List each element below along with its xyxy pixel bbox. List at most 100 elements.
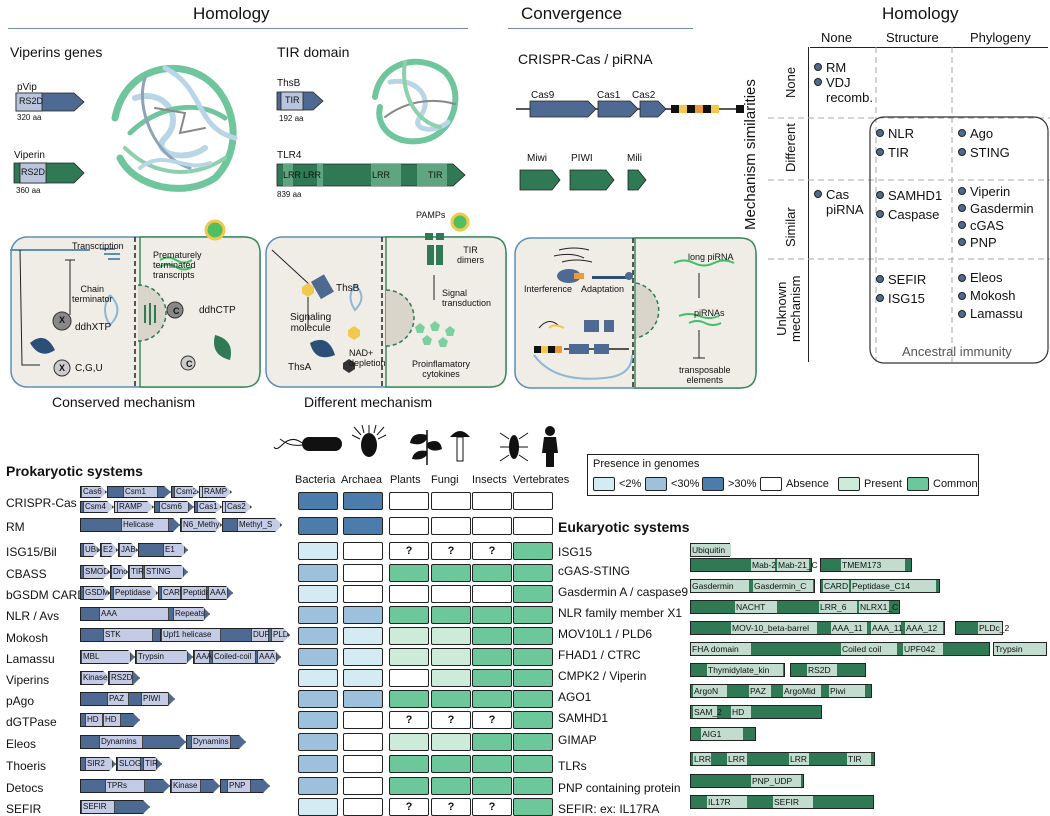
presence-cell bbox=[431, 517, 471, 535]
protein-domain: RAMP bbox=[202, 487, 231, 497]
presence-cell bbox=[298, 542, 338, 560]
presence-cell bbox=[389, 606, 429, 624]
presence-cell bbox=[431, 669, 471, 687]
matrix-col-structure: Structure bbox=[886, 30, 939, 45]
presence-cell bbox=[513, 711, 553, 729]
crispr-title: CRISPR-Cas / piRNA bbox=[518, 51, 653, 67]
presence-cell bbox=[298, 648, 338, 666]
legend-swatch-common bbox=[907, 477, 929, 491]
protein-domain: LRR bbox=[789, 753, 809, 765]
insect-icon bbox=[499, 432, 529, 462]
matrix-item-isg15: ISG15 bbox=[888, 291, 925, 306]
protein-bar: Ubiquitin bbox=[690, 543, 731, 557]
protein-bar: PLDc_2 bbox=[955, 621, 1010, 635]
presence-cell bbox=[431, 733, 471, 751]
matrix-row-similar: Similar bbox=[783, 207, 798, 247]
eukaryotic-title: Eukaryotic systems bbox=[558, 519, 690, 535]
prok-system-label: Mokosh bbox=[6, 631, 49, 645]
cytokines-label: Proinflamatory cytokines bbox=[412, 359, 471, 379]
protein-domain: Trypsin bbox=[136, 651, 188, 663]
protein-domain: SAM_2 bbox=[693, 706, 722, 718]
protein-domain: PAZ bbox=[749, 685, 771, 697]
euk-system-label: NLR family member X1 bbox=[558, 606, 683, 620]
presence-cell bbox=[343, 542, 383, 560]
presence-cell bbox=[431, 585, 471, 603]
presence-cell bbox=[472, 648, 512, 666]
tlr4-domain-3: LRR bbox=[372, 170, 391, 180]
gene-arrow: Cas2 bbox=[222, 501, 252, 513]
prok-system-label: Eleos bbox=[6, 737, 37, 751]
matrix-cell-unk-struct: SEFIR ISG15 bbox=[874, 270, 926, 308]
protein-domain: DncV bbox=[113, 567, 133, 576]
protein-domain: SEFIR bbox=[81, 801, 115, 813]
protein-domain: FHA domain bbox=[691, 643, 751, 655]
gene-arrow: Csm6 bbox=[154, 501, 194, 513]
tlr4-len: 839 aa bbox=[277, 190, 302, 199]
tir-protein-structure bbox=[372, 58, 459, 145]
euk-system-label: FHAD1 / CTRC bbox=[558, 648, 641, 662]
presence-cell bbox=[298, 517, 338, 535]
presence-cell: ? bbox=[389, 711, 429, 729]
protein-domain: PLDc_2 bbox=[978, 622, 1010, 634]
euk-system-label: PNP containing protein bbox=[558, 781, 681, 795]
tlr4-domain-2: LRR bbox=[303, 170, 322, 180]
presence-cell bbox=[513, 669, 553, 687]
protein-domain: Upf1 helicase bbox=[161, 629, 221, 641]
presence-cell bbox=[343, 585, 383, 603]
protein-domain: Trypsin bbox=[994, 643, 1046, 655]
plant-icon bbox=[410, 430, 442, 465]
gene-arrow: RAMP bbox=[199, 486, 232, 498]
pamps-label: PAMPs bbox=[416, 210, 446, 220]
matrix-row-unknown: Unknown mechanism bbox=[774, 275, 803, 342]
signal-label: Signal transduction bbox=[442, 288, 492, 308]
prok-system-label: Lamassu bbox=[6, 652, 55, 666]
prok-system-label: SEFIR bbox=[6, 802, 42, 816]
protein-domain: MBL bbox=[81, 651, 131, 663]
matrix-item-tir: TIR bbox=[888, 145, 909, 160]
matrix-item-ago: Ago bbox=[970, 126, 994, 141]
presence-cell bbox=[343, 777, 383, 795]
gene-arrow: Helicase bbox=[80, 518, 180, 532]
matrix-item-sting: STING bbox=[970, 145, 1010, 160]
legend-present: Present bbox=[864, 478, 902, 490]
presence-cell: ? bbox=[472, 542, 512, 560]
crispr-locus bbox=[516, 100, 744, 118]
euk-system-label: TLRs bbox=[558, 759, 587, 773]
presence-cell bbox=[472, 627, 512, 645]
protein-domain: Repeats bbox=[175, 609, 205, 618]
presence-cell bbox=[298, 564, 338, 582]
fungi-icon bbox=[450, 431, 470, 462]
gene-arrow: E2 bbox=[100, 543, 118, 557]
gene-arrow: DncV bbox=[110, 565, 128, 579]
prokaryotic-title: Prokaryotic systems bbox=[6, 463, 143, 479]
matrix-cell-sim-none: Cas piRNA bbox=[812, 187, 864, 217]
gene-arrow: Kinase bbox=[170, 779, 220, 793]
protein-domain: TIR bbox=[847, 753, 871, 765]
presence-cell bbox=[343, 492, 383, 510]
presence-cell: ? bbox=[431, 542, 471, 560]
protein-domain: SEFIR bbox=[773, 796, 813, 808]
gene-arrow: TPRs bbox=[80, 779, 170, 793]
presence-cell: ? bbox=[472, 798, 512, 816]
prok-system-label: Thoeris bbox=[6, 759, 47, 773]
protein-domain: AAA_11 bbox=[831, 622, 867, 634]
x-label-2: X bbox=[59, 363, 66, 373]
organism-bacteria: Bacteria bbox=[295, 474, 336, 486]
homology-underline bbox=[8, 28, 468, 29]
presence-cell bbox=[389, 733, 429, 751]
cas9-label: Cas9 bbox=[531, 90, 555, 101]
prok-system-label: Detocs bbox=[6, 781, 44, 795]
matrix-cell-sim-struct: SAMHD1 Caspase bbox=[874, 186, 942, 224]
protein-domain: AIG1 bbox=[701, 728, 743, 740]
euk-system-label: cGAS-STING bbox=[558, 564, 631, 578]
protein-domain: N6_Methy bbox=[183, 520, 220, 529]
protein-domain: CARD bbox=[163, 588, 186, 597]
protein-domain: Kinase bbox=[171, 780, 201, 792]
protein-domain: LRR_6 bbox=[819, 601, 857, 613]
presence-cell bbox=[513, 798, 553, 816]
thsb-label: ThsB bbox=[277, 78, 301, 89]
